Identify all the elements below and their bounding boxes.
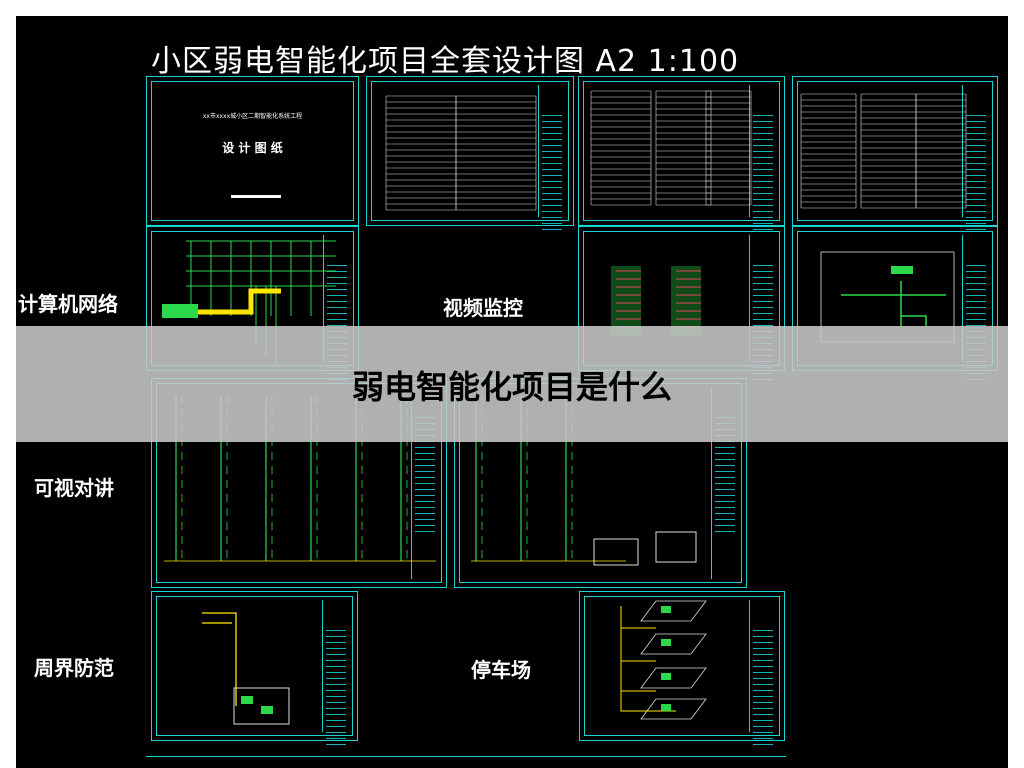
- page-title: 小区弱电智能化项目全套设计图 A2 1:100: [151, 44, 740, 79]
- cad-linework: [162, 90, 967, 725]
- sheet-materials-list: [792, 76, 998, 235]
- row-label-network: 计算机网络: [18, 292, 118, 316]
- sheet-perimeter: [151, 591, 358, 750]
- cover-project-name: xx市xxxx城小区二期智能化系统工程: [202, 113, 303, 120]
- row-label-perimeter: 周界防范: [34, 656, 114, 680]
- sheet-cover: xx市xxxx城小区二期智能化系统工程 设 计 图 纸: [146, 76, 359, 226]
- row-label-video: 视频监控: [443, 296, 523, 320]
- cover-subtitle: 设 计 图 纸: [222, 141, 283, 155]
- sheet-parking: [579, 591, 785, 750]
- cover-seal-line: [231, 195, 281, 198]
- caption-banner: [16, 326, 1008, 442]
- cad-drawing-canvas: 小区弱电智能化项目全套设计图 A2 1:100 xx市xxxx城小区二期智能化系…: [16, 16, 1008, 768]
- sheet-design-notes: [578, 76, 785, 235]
- row-label-intercom: 可视对讲: [34, 476, 114, 500]
- bottom-frame-line: [146, 756, 786, 757]
- sheet-drawing-index: [366, 76, 574, 235]
- row-label-parking: 停车场: [471, 658, 531, 682]
- caption-banner-text: 弱电智能化项目是什么: [351, 368, 672, 406]
